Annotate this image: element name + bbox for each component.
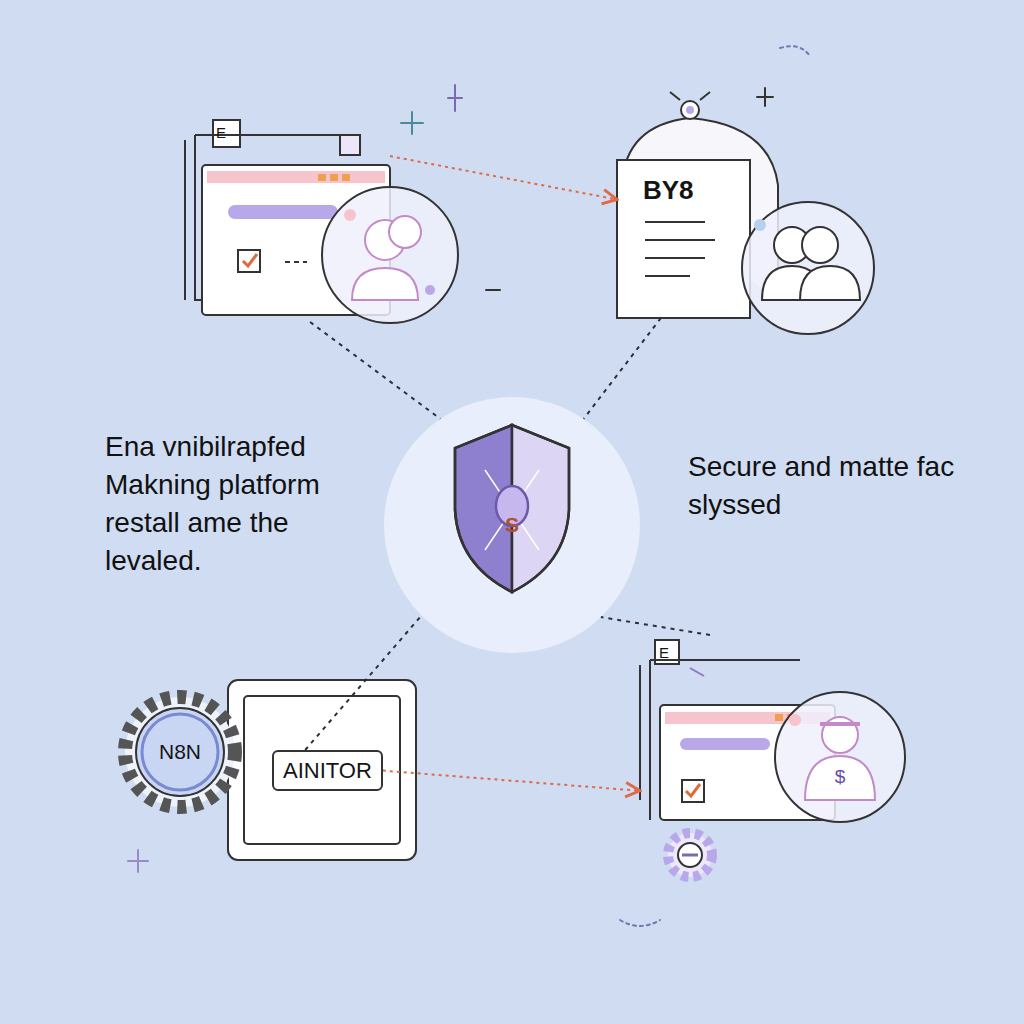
window-panel: E — [185, 112, 390, 322]
dashed-connector — [310, 322, 440, 419]
node-text: $ — [775, 766, 905, 788]
dashed-connector — [584, 318, 661, 419]
node-text: S — [505, 513, 519, 537]
shield-circle: S — [384, 397, 640, 653]
description-text: Secure and matte fac slyssed — [688, 448, 956, 524]
person-circle: $ — [775, 692, 905, 822]
node-text: N8N — [159, 740, 201, 764]
flow-arrow — [383, 771, 640, 791]
monitor-label: AINITOR — [272, 750, 383, 791]
window-panel: E — [640, 635, 840, 825]
node-text: AINITOR — [283, 758, 372, 783]
flow-arrow — [390, 156, 617, 199]
node-text: E — [659, 644, 840, 661]
node-text: E — [216, 124, 390, 141]
dashed-connector — [305, 616, 421, 751]
gear-badge: N8N — [125, 697, 235, 807]
dashed-connector — [601, 617, 710, 635]
document-card: BY8 — [617, 160, 750, 318]
node-text: BY8 — [643, 176, 750, 206]
description-text: Ena vnibilrapfed Makning platform restal… — [105, 428, 357, 580]
